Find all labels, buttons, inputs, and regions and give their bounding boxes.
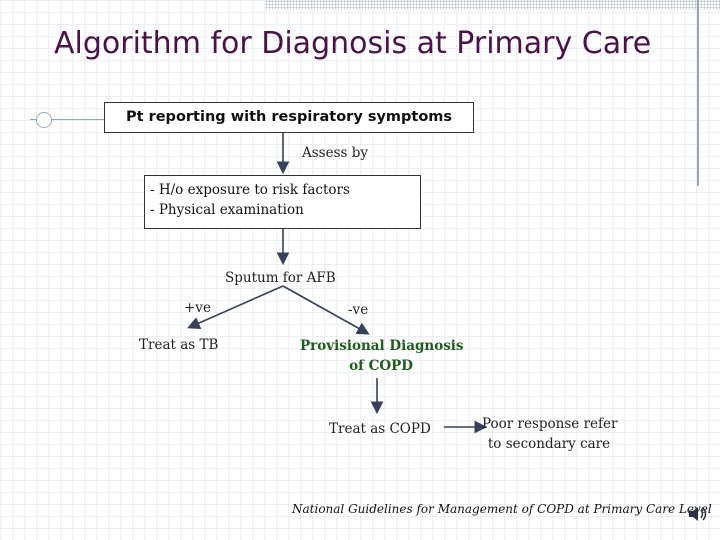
- speaker-icon[interactable]: [687, 504, 709, 524]
- poor-response-line: Poor response refer: [482, 416, 618, 432]
- provisional-diagnosis: Provisional Diagnosis of COPD: [300, 336, 464, 376]
- assess-label: Assess by: [302, 145, 369, 161]
- decorative-horizontal-line: [30, 119, 118, 120]
- decorative-strip: [265, 0, 720, 10]
- treat-copd-label: Treat as COPD: [329, 421, 431, 437]
- assess-item: - H/o exposure to risk factors: [150, 182, 350, 198]
- diagnosis-line: Provisional Diagnosis: [300, 338, 464, 354]
- arrow-sputum-to-tb: [187, 285, 284, 329]
- positive-label: +ve: [184, 300, 211, 316]
- poor-response-label: Poor response refer to secondary care: [482, 414, 618, 454]
- decorative-circle: [36, 112, 52, 128]
- poor-response-line: to secondary care: [487, 436, 611, 452]
- treat-tb-label: Treat as TB: [139, 337, 219, 353]
- arrow-sputum-to-copd: [282, 285, 370, 335]
- start-box: Pt reporting with respiratory symptoms: [104, 102, 474, 133]
- negative-label: -ve: [348, 302, 369, 318]
- footnote: National Guidelines for Management of CO…: [292, 502, 712, 516]
- assessment-box: - H/o exposure to risk factors - Physica…: [144, 175, 421, 229]
- decorative-vertical-line: [697, 0, 699, 186]
- slide-title: Algorithm for Diagnosis at Primary Care: [54, 26, 652, 61]
- assess-item: - Physical examination: [150, 202, 304, 218]
- diagnosis-line: of COPD: [349, 358, 413, 374]
- sputum-label: Sputum for AFB: [225, 270, 336, 286]
